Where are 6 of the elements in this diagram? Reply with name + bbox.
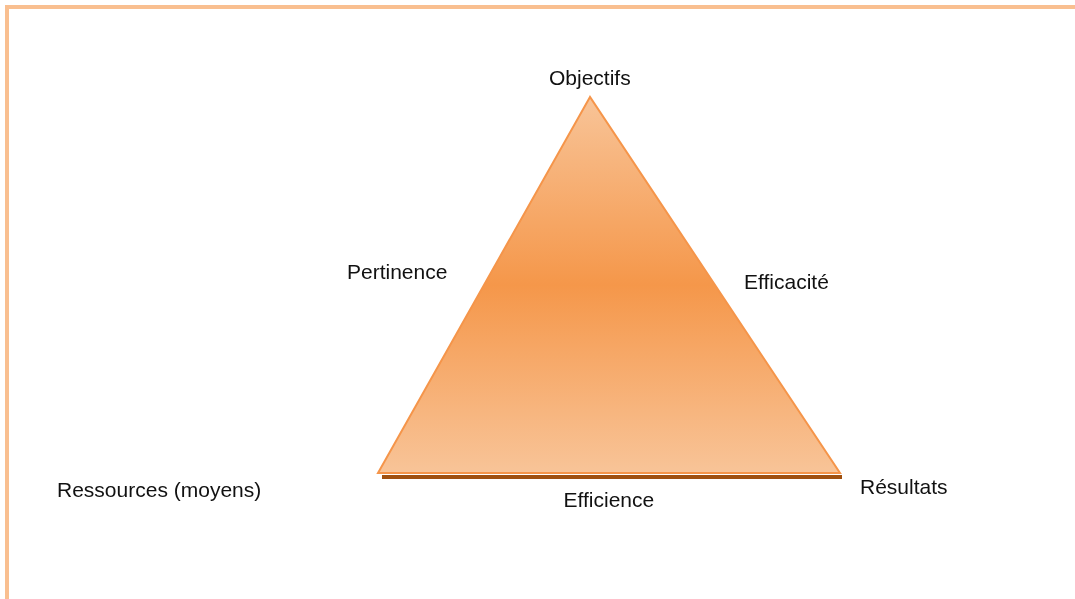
side-label: Efficacité	[744, 270, 829, 294]
vertex-label: Résultats	[860, 475, 948, 499]
side-label: Efficience	[563, 488, 655, 512]
vertex-label: Objectifs	[549, 66, 631, 90]
side-label: Pertinence	[347, 260, 448, 284]
vertex-label: Ressources (moyens)	[57, 478, 262, 502]
